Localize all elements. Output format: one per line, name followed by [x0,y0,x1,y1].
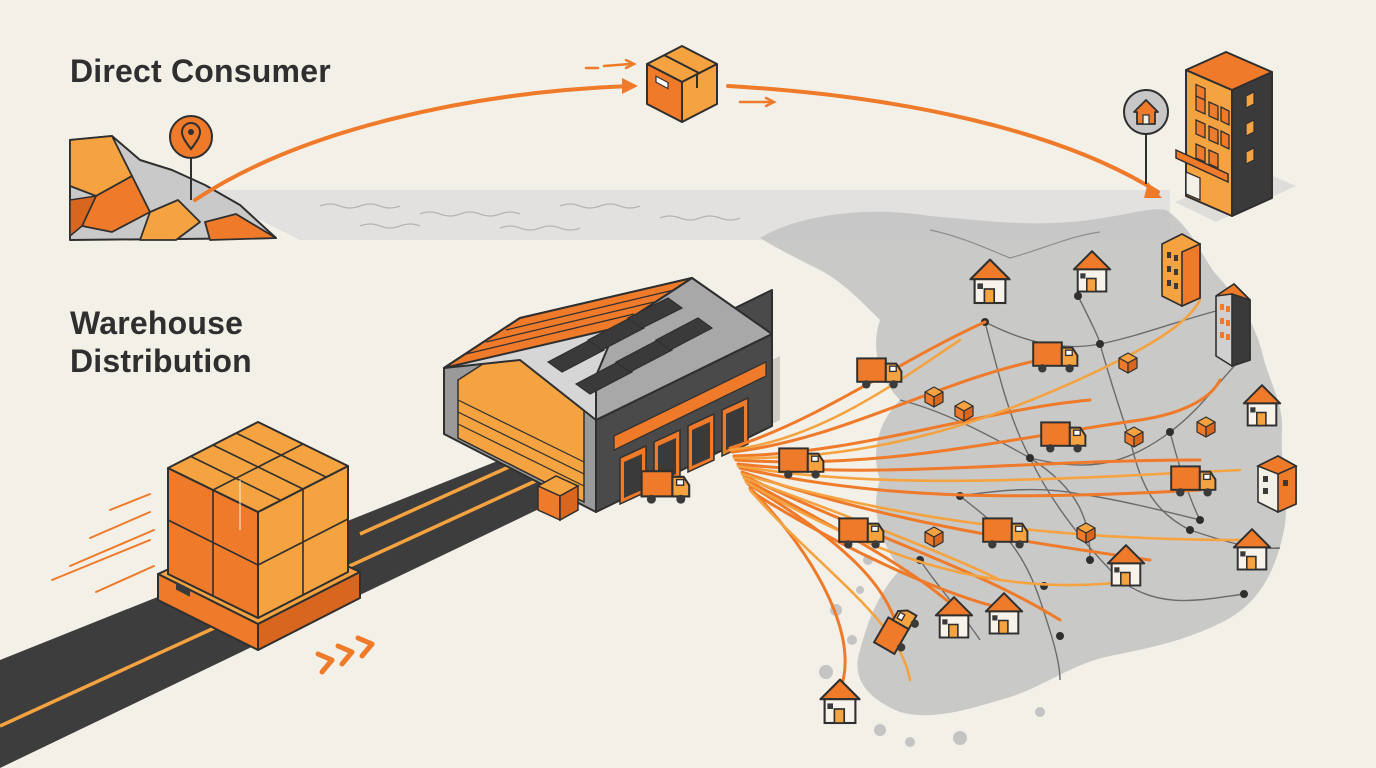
warehouse-icon [443,277,780,522]
origin-landmass [69,135,277,241]
location-pin-icon [169,115,213,200]
apartment-building-icon [1175,51,1296,222]
parcel-box-icon [646,45,718,123]
parcel-box-icon [1076,522,1096,544]
apartment-building-icon [1256,455,1298,514]
speed-chevrons-icon [315,635,375,675]
parcel-box-icon [954,400,974,422]
warehouse-label-line1: Warehouse [70,305,244,341]
delivery-truck-icon [856,357,903,390]
warehouse-label-line2: Distribution [70,343,252,379]
apartment-building-icon [1161,233,1201,308]
parcel-box-icon [924,526,944,548]
motion-lines-icon [51,493,155,593]
apartment-building-icon [1215,282,1251,368]
house-icon [819,678,861,725]
home-pin-icon [1123,89,1169,184]
direct-consumer-label: Direct Consumer [70,53,331,89]
pallet-of-boxes-icon [157,421,361,651]
parcel-box-icon [1196,416,1216,438]
warehouse-distribution-label: Warehouse Distribution [70,304,330,380]
parcel-box-icon [924,386,944,408]
direct-shipping-arc [193,58,1162,202]
parcel-box-icon [1118,352,1138,374]
parcel-box-icon [1124,426,1144,448]
delivery-truck-icon [640,470,691,505]
